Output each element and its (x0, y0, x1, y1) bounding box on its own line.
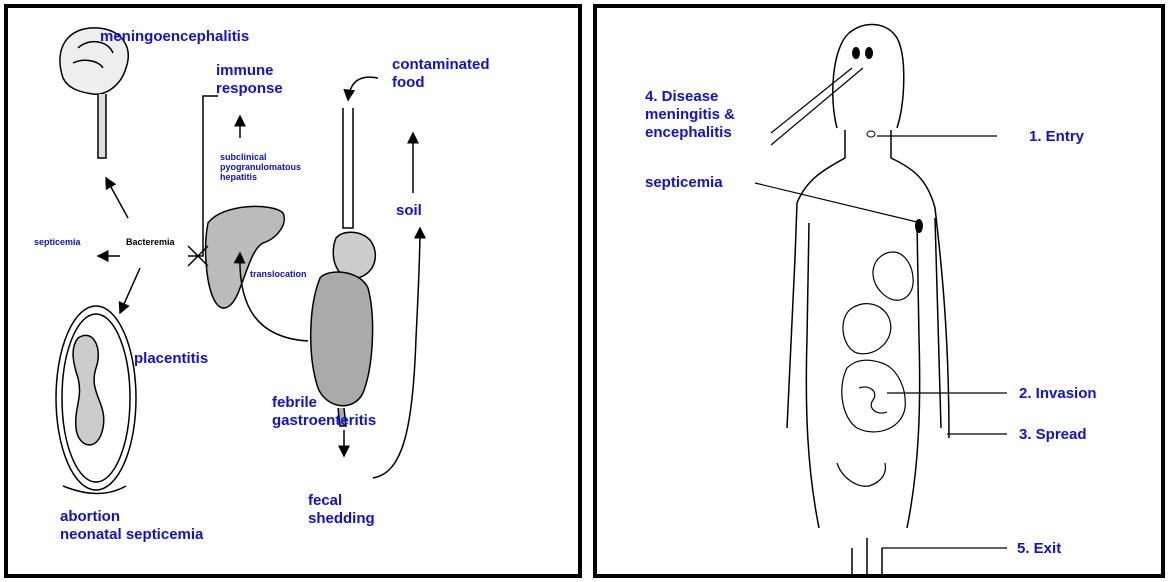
label-abortion: abortion neonatal septicemia (60, 508, 203, 544)
label-translocation: translocation (250, 269, 307, 279)
label-disease: 4. Disease meningitis & encephalitis (645, 88, 735, 142)
label-meningoencephalitis: meningoencephalitis (100, 28, 249, 46)
label-septicemia-left: septicemia (34, 237, 81, 247)
label-spread: 3. Spread (1019, 426, 1087, 444)
digestive-tract-icon (311, 108, 376, 426)
label-placentitis: placentitis (134, 350, 208, 368)
label-invasion: 2. Invasion (1019, 385, 1097, 403)
label-febrile-gastroenteritis: febrile gastroenteritis (272, 394, 376, 430)
label-fecal-shedding: fecal shedding (308, 492, 375, 528)
placenta-fetus-icon (56, 306, 136, 494)
internal-organs-icon (837, 252, 913, 486)
label-soil: soil (396, 202, 422, 220)
liver-icon (206, 206, 285, 308)
label-contaminated-food: contaminated food (392, 56, 490, 92)
lifecycle-diagram-panel: meningoencephalitis immune response cont… (4, 4, 582, 578)
mouth-icon (867, 131, 875, 137)
label-entry: 1. Entry (1029, 128, 1084, 146)
brain-icon (60, 28, 128, 158)
human-body-diagram-panel: 4. Disease meningitis & encephalitis sep… (593, 4, 1165, 578)
label-immune-response: immune response (216, 62, 283, 98)
septicemia-node-icon (915, 219, 923, 233)
label-bacteremia: Bacteremia (126, 237, 175, 247)
body-outline (787, 24, 949, 574)
label-exit: 5. Exit (1017, 540, 1061, 558)
lifecycle-drawing (8, 8, 578, 574)
eyes-icon (852, 47, 873, 59)
label-septicemia-right: septicemia (645, 174, 723, 192)
label-subclinical-hepatitis: subclinical pyogranulomatous hepatitis (220, 152, 301, 182)
